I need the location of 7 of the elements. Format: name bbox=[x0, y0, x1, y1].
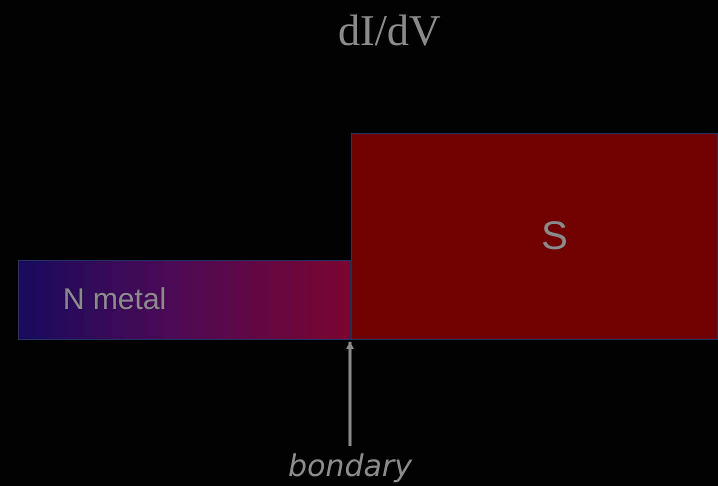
normal-metal-block bbox=[18, 260, 351, 340]
superconductor-block bbox=[351, 133, 718, 340]
block-label: N metal bbox=[62, 283, 166, 317]
boundary-label: bondary bbox=[288, 448, 412, 484]
arrow bbox=[346, 341, 354, 446]
block-label: S bbox=[541, 214, 568, 259]
title: dI/dV bbox=[338, 6, 441, 56]
